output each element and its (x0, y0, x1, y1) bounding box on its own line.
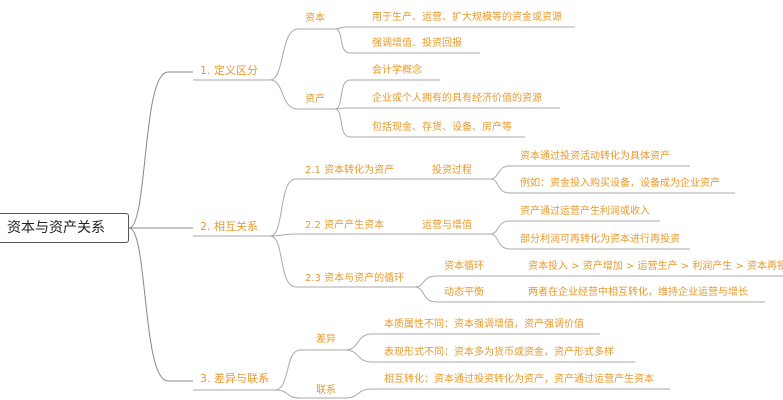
dynamic-balance-item[interactable]: 两者在企业经营中相互转化，维持企业运营与增长 (528, 287, 748, 298)
node-capital-cycle[interactable]: 资本循环 (444, 261, 484, 272)
node-dynamic-balance[interactable]: 动态平衡 (444, 287, 484, 298)
asset-item-1[interactable]: 会计学概念 (372, 65, 422, 76)
link-difference-diff (274, 349, 345, 391)
link-2-3-balance (414, 286, 520, 303)
capital-item-1[interactable]: 用于生产、运营、扩大规模等的资金或资源 (372, 12, 562, 23)
difference-item-2[interactable]: 表现形式不同：资本多为货币或资金，资产形式多样 (384, 347, 614, 358)
branch-definition[interactable]: 1. 定义区分 (200, 64, 258, 77)
link-diff-item-2 (344, 349, 635, 363)
link-2-3-cycle (414, 275, 520, 288)
branch-difference[interactable]: 3. 差异与联系 (200, 372, 269, 385)
node-asset-to-capital[interactable]: 2.2 资产产生资本 (305, 220, 385, 231)
link-invest-item-2 (489, 178, 735, 194)
link-operate-item-2 (489, 233, 690, 250)
connection-item-1[interactable]: 相互转化：资本通过投资转化为资产，资产通过运营产生资本 (384, 374, 654, 385)
link-relation-2-2 (269, 233, 415, 237)
link-root-definition (128, 71, 193, 229)
asset-item-3[interactable]: 包括现金、存货、设备、房产等 (372, 122, 512, 133)
link-invest-item-1 (489, 165, 690, 180)
asset-item-2[interactable]: 企业或个人拥有的具有经济价值的资源 (372, 93, 542, 104)
link-definition-capital (269, 28, 335, 81)
investment-item-2[interactable]: 例如：资金投入购买设备，设备成为企业资产 (520, 178, 720, 189)
root-topic[interactable]: 资本与资产关系 (0, 213, 129, 243)
link-conn-item-1 (344, 388, 670, 399)
difference-item-1[interactable]: 本质属性不同：资本强调增值，资产强调价值 (384, 319, 584, 330)
branch-relation[interactable]: 2. 相互关系 (200, 220, 258, 233)
capital-cycle-item[interactable]: 资本投入 > 资产增加 > 运营生产 > 利润产生 > 资本再投 (528, 261, 783, 272)
link-diff-item-1 (344, 333, 600, 351)
link-capital-item-1 (334, 26, 575, 30)
node-capital[interactable]: 资本 (305, 13, 325, 24)
link-difference-conn (274, 389, 345, 399)
link-relation-2-3 (269, 235, 415, 288)
link-definition-asset (269, 79, 335, 110)
node-difference[interactable]: 差异 (316, 334, 336, 345)
capital-item-2[interactable]: 强调增值、投资回报 (372, 38, 462, 49)
link-operate-item-1 (489, 220, 660, 235)
node-investment-process[interactable]: 投资过程 (432, 165, 472, 176)
node-capital-to-asset[interactable]: 2.1 资本转化为资产 (305, 165, 395, 176)
link-asset-item-3 (334, 108, 525, 138)
investment-item-1[interactable]: 资本通过投资活动转化为具体资产 (520, 151, 670, 162)
node-operation-growth[interactable]: 运营与增值 (422, 220, 472, 231)
node-connection[interactable]: 联系 (316, 385, 336, 396)
link-asset-item-1 (334, 79, 440, 110)
link-asset-item-2 (334, 107, 560, 110)
operation-item-1[interactable]: 资产通过运营产生利润或收入 (520, 206, 650, 217)
link-capital-item-2 (334, 28, 480, 54)
link-root-difference (128, 227, 193, 382)
link-relation-2-1 (269, 178, 415, 237)
operation-item-2[interactable]: 部分利润可再转化为资本进行再投资 (520, 234, 680, 245)
node-asset[interactable]: 资产 (305, 94, 325, 105)
node-cycle[interactable]: 2.3 资本与资产的循环 (305, 273, 405, 284)
